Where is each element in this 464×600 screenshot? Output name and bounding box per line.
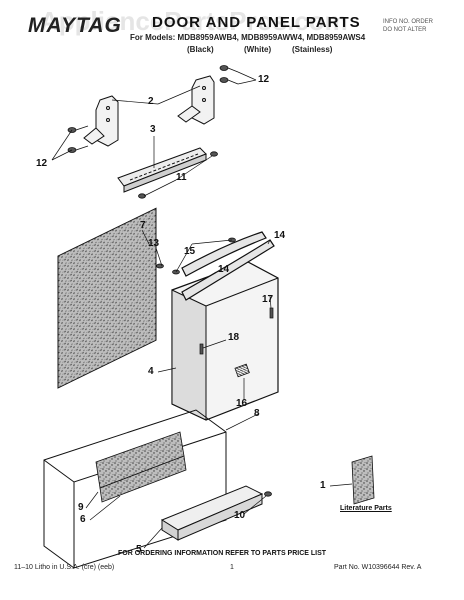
- hinge-bracket-right: [177, 75, 215, 125]
- insulation-panel: [57, 207, 157, 389]
- corner-note-line2: DO NOT ALTER: [383, 27, 427, 33]
- color-black-label: (Black): [187, 45, 214, 54]
- leader-lines: [51, 71, 353, 549]
- callout-7: 7: [140, 220, 146, 231]
- callout-12-left: 12: [36, 158, 48, 169]
- callout-5: 5: [136, 544, 142, 555]
- literature-parts-label: Literature Parts: [340, 505, 392, 512]
- callout-14-mid: 14: [218, 264, 230, 275]
- callout-13: 13: [148, 238, 160, 249]
- callout-14-top: 14: [274, 230, 286, 241]
- hinge-bracket-left: [83, 95, 119, 147]
- corner-note: INFO NO. ORDER DO NOT ALTER: [383, 18, 433, 34]
- toe-panel-screw: [264, 491, 272, 497]
- door-rail: [117, 147, 207, 193]
- toe-panel: [160, 485, 264, 541]
- callout-18: 18: [228, 332, 240, 343]
- model-list: For Models: MDB8959AWB4, MDB8959AWW4, MD…: [130, 33, 366, 42]
- callout-16: 16: [236, 398, 248, 409]
- callout-17: 17: [262, 294, 274, 305]
- toe-insulation-pad: [95, 431, 187, 503]
- callout-15: 15: [184, 246, 196, 257]
- callout-8: 8: [254, 408, 260, 419]
- door-screws: [156, 237, 274, 355]
- literature-booklet: [351, 455, 375, 505]
- callout-4: 4: [148, 366, 154, 377]
- brand-logo: MAYTAG: [28, 14, 122, 37]
- callout-3: 3: [150, 124, 156, 135]
- callout-6: 6: [80, 514, 86, 525]
- rail-screws: [138, 151, 218, 199]
- callout-10: 10: [234, 510, 246, 521]
- callout-9: 9: [78, 502, 84, 513]
- footer-part-number: Part No. W10396644 Rev. A: [334, 564, 422, 571]
- ordering-note: FOR ORDERING INFORMATION REFER TO PARTS …: [118, 550, 327, 557]
- callout-1: 1: [320, 480, 326, 491]
- page-title: DOOR AND PANEL PARTS: [152, 14, 361, 31]
- callout-12-top: 12: [258, 74, 270, 85]
- outer-door-panel: [171, 261, 279, 421]
- footer-litho: 11–10 Litho in U.S.A. (cre) (eeb): [14, 564, 115, 571]
- color-white-label: (White): [244, 45, 272, 54]
- callout-11: 11: [176, 172, 187, 183]
- color-stainless-label: (Stainless): [292, 45, 333, 54]
- corner-note-line1: INFO NO. ORDER: [383, 19, 434, 25]
- callout-2: 2: [148, 96, 154, 107]
- footer-page-number: 1: [230, 564, 234, 571]
- vent-grille: [234, 363, 250, 378]
- watermark: AppliancePartsPros.com: [40, 6, 348, 36]
